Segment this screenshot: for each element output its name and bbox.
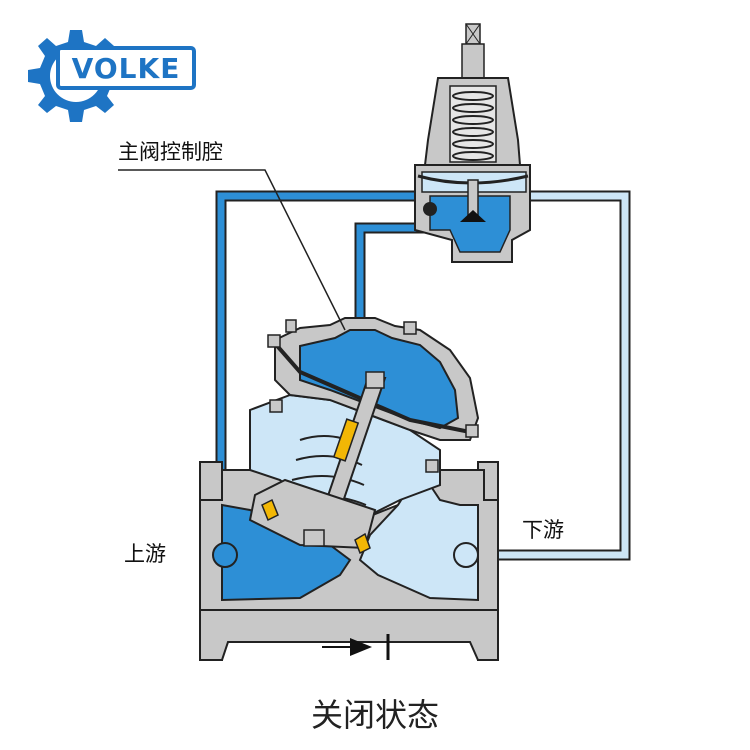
downstream-chamber	[358, 468, 479, 602]
diaphragm	[270, 338, 471, 434]
upstream-port	[212, 542, 238, 568]
state-caption: 关闭状态	[310, 696, 439, 734]
stem-seal	[332, 418, 360, 462]
disc-seal-left	[261, 498, 279, 522]
logo-box	[56, 46, 196, 90]
label-leader-line	[118, 169, 346, 331]
volke-logo	[28, 30, 196, 122]
flow-arrow-icon	[322, 634, 390, 660]
pilot-valve	[414, 23, 531, 263]
downstream-port	[453, 542, 479, 568]
control-chamber-label: 主阀控制腔	[118, 140, 223, 164]
logo-text: VOLKE	[71, 51, 181, 85]
pilot-plug	[460, 210, 486, 222]
control-chamber-pipe	[354, 222, 430, 325]
disc-seal-right	[354, 532, 371, 555]
pilot-spring	[452, 91, 494, 161]
downstream-label: 下游	[522, 518, 564, 542]
pilot-pipes	[215, 190, 631, 561]
upstream-label: 上游	[124, 542, 166, 566]
pilot-high-chamber	[429, 195, 511, 253]
stem-assembly	[248, 371, 387, 555]
